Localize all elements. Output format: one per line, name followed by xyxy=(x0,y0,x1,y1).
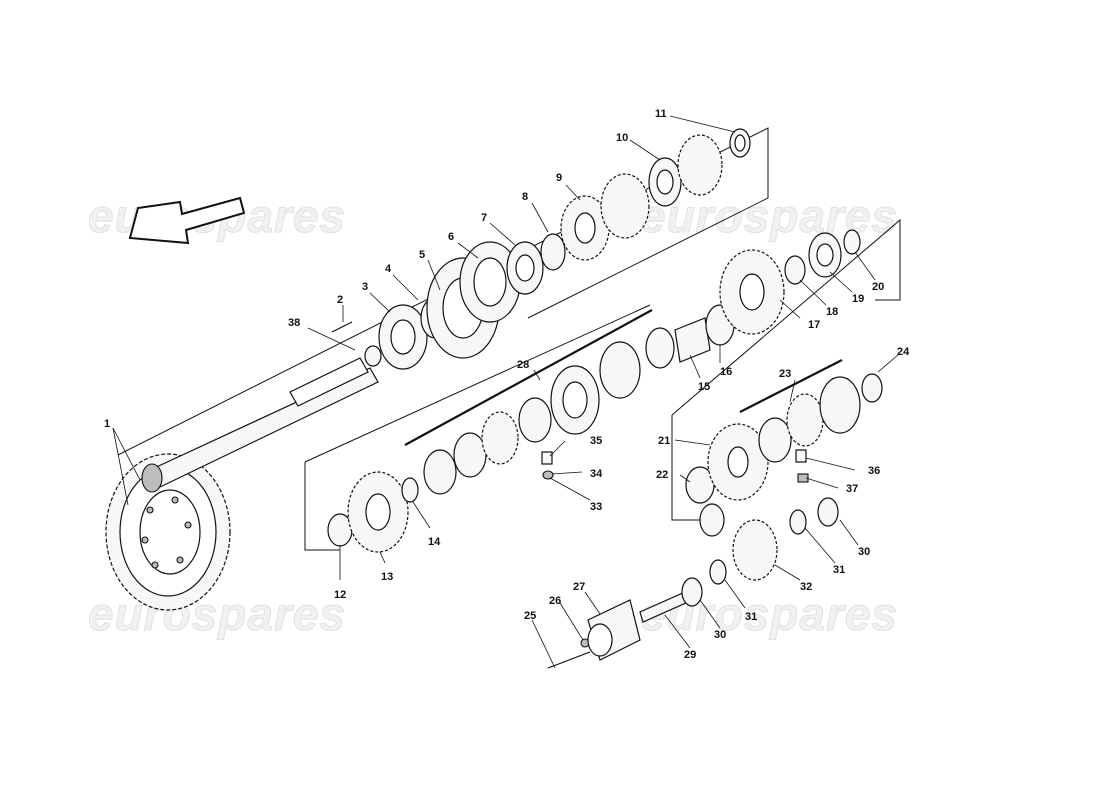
watermark-top-right: eurospares xyxy=(640,190,898,242)
callout-38: 38 xyxy=(288,317,300,329)
callout-23: 23 xyxy=(779,368,791,380)
pump-assembly-components xyxy=(547,497,839,669)
callout-12: 12 xyxy=(334,589,346,601)
detent-part-37 xyxy=(797,473,809,483)
ring-part-31-lower xyxy=(709,559,727,585)
callout-30-lower: 30 xyxy=(714,629,726,641)
ring-part-14 xyxy=(401,477,419,503)
callout-16: 16 xyxy=(720,366,732,378)
bearing-part-12 xyxy=(327,513,353,547)
callout-24: 24 xyxy=(897,346,910,358)
watermark-bottom-left: eurospares xyxy=(88,588,346,640)
callout-9: 9 xyxy=(556,172,562,184)
spring-part-36 xyxy=(795,449,807,463)
callout-32: 32 xyxy=(800,581,812,593)
callout-6: 6 xyxy=(448,231,454,243)
frame-right-top xyxy=(671,218,901,416)
callout-22: 22 xyxy=(656,469,668,481)
callout-3: 3 xyxy=(362,281,368,293)
leader-lines xyxy=(112,115,899,669)
callout-8: 8 xyxy=(522,191,528,203)
frame-mid-line xyxy=(304,304,651,463)
bolt-part-25 xyxy=(547,651,591,669)
callout-31-lower: 31 xyxy=(745,611,757,623)
bearing-part-22 xyxy=(685,466,715,504)
callout-2: 2 xyxy=(337,294,343,306)
ball-part-34 xyxy=(542,470,554,480)
bolt-part-2 xyxy=(331,321,353,333)
circlip-part-20 xyxy=(843,229,861,255)
ring-gear-and-pinion-shaft xyxy=(105,357,379,611)
callout-29: 29 xyxy=(684,649,696,661)
callout-10: 10 xyxy=(616,132,628,144)
detent-components xyxy=(541,451,554,480)
callout-35: 35 xyxy=(590,435,602,447)
callout-28: 28 xyxy=(517,359,529,371)
callout-26: 26 xyxy=(549,595,561,607)
callout-1: 1 xyxy=(104,418,110,430)
ring-part-31-upper xyxy=(789,509,807,535)
callout-20: 20 xyxy=(872,281,884,293)
frame-lower-left xyxy=(304,462,340,551)
callout-13: 13 xyxy=(381,571,393,583)
ring-part-18 xyxy=(784,255,806,285)
callout-5: 5 xyxy=(419,249,425,261)
callout-37: 37 xyxy=(846,483,858,495)
callout-30-upper: 30 xyxy=(858,546,870,558)
lower-shaft-components xyxy=(327,229,861,553)
group-bracket-28 xyxy=(404,309,653,446)
callout-18: 18 xyxy=(826,306,838,318)
callout-7: 7 xyxy=(481,212,487,224)
gear-part-32 xyxy=(732,519,778,581)
callout-21: 21 xyxy=(658,435,670,447)
callout-27: 27 xyxy=(573,581,585,593)
spring-part-35 xyxy=(541,451,553,465)
ghost-gear xyxy=(699,503,725,537)
watermarks: eurospares eurospares eurospares eurospa… xyxy=(88,190,898,641)
bearing-part-30-upper xyxy=(817,497,839,527)
callout-19: 19 xyxy=(852,293,864,305)
bearing-part-30-lower xyxy=(681,577,703,607)
callout-11: 11 xyxy=(655,108,667,120)
callout-33: 33 xyxy=(590,501,602,513)
ring-part-8 xyxy=(540,233,566,271)
callout-numbers: 1 2 3 4 5 6 7 8 9 10 11 12 13 14 15 16 1… xyxy=(104,108,910,661)
callout-17: 17 xyxy=(808,319,820,331)
group-bracket-23 xyxy=(739,359,843,413)
callout-31-upper: 31 xyxy=(833,564,845,576)
circlip-part-24 xyxy=(861,373,883,403)
callout-25: 25 xyxy=(524,610,536,622)
callout-15: 15 xyxy=(698,381,710,393)
upper-shaft-components xyxy=(331,128,751,370)
ring-part-38 xyxy=(364,345,382,367)
callout-4: 4 xyxy=(385,263,392,275)
direction-arrow-icon xyxy=(128,196,246,245)
callout-14: 14 xyxy=(428,536,441,548)
callout-34: 34 xyxy=(590,468,603,480)
sleeve-part-15 xyxy=(674,317,711,363)
callout-36: 36 xyxy=(868,465,880,477)
right-cluster-components xyxy=(685,373,883,504)
